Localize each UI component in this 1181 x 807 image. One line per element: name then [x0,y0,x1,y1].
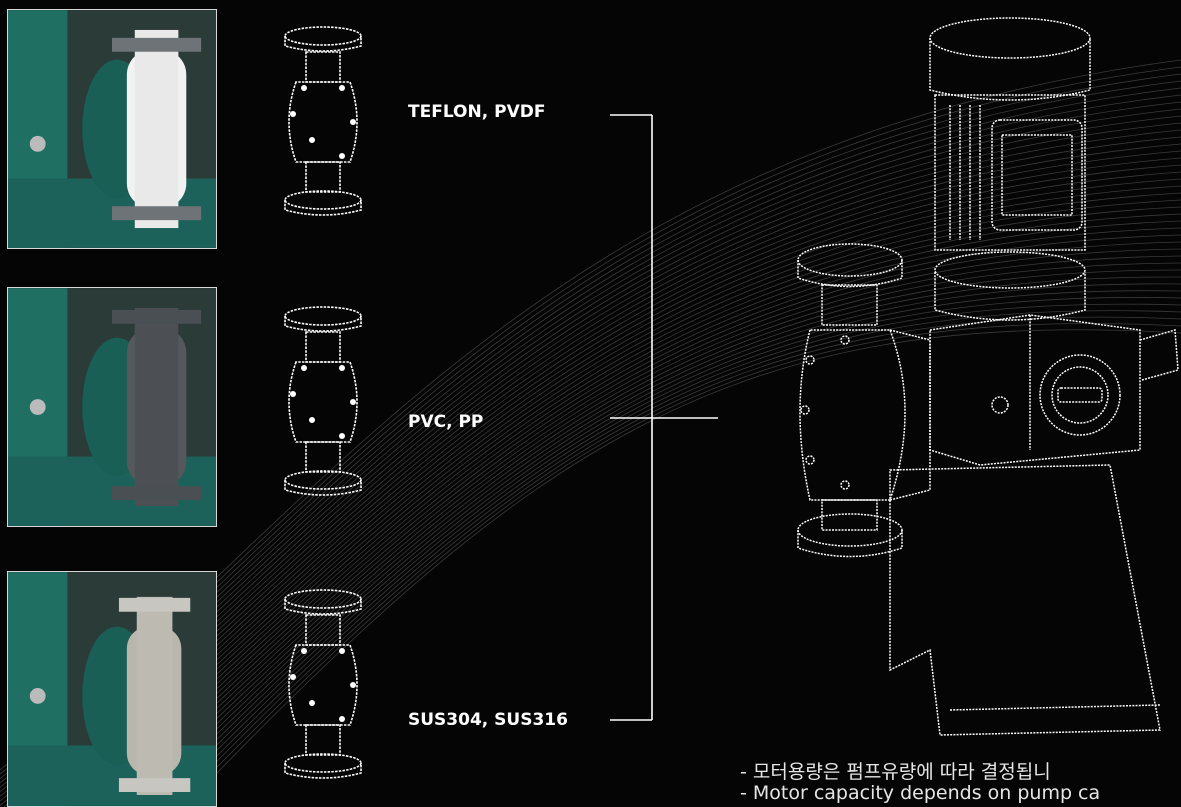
pump-photo-3 [8,572,216,806]
note-korean: - 모터용량은 펌프유량에 따라 결정됩니 [740,761,1051,783]
connector-bracket [610,114,718,721]
material-label-sus304-sus316: SUS304, SUS316 [408,710,568,730]
pump-head-outline-3 [276,585,370,785]
pump-head-outline-1 [276,22,370,222]
product-photo-sus304-sus316 [7,571,217,807]
product-photo-teflon-pvdf [7,9,217,249]
note-english: - Motor capacity depends on pump ca [740,782,1101,804]
pump-photo-2 [8,288,216,526]
product-photo-pvc-pp [7,287,217,527]
material-label-teflon-pvdf: TEFLON, PVDF [408,102,546,122]
material-label-pvc-pp: PVC, PP [408,412,484,432]
pump-head-outline-2 [276,302,370,502]
pump-photo-1 [8,10,216,248]
pump-assembly-outline [780,10,1181,740]
